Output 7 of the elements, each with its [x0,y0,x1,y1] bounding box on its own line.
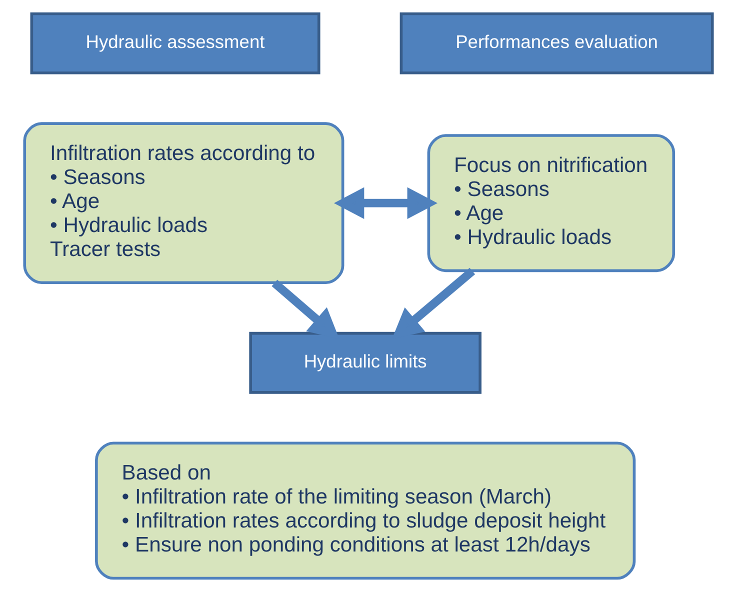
arrow [333,187,437,219]
node-box: Performances evaluation [399,12,714,74]
node-box: Hydraulic limits [248,332,481,394]
node-box: Focus on nitrification • Seasons • Age • Hydraulic loads [426,134,675,272]
node-box: Hydraulic assessment [30,12,320,74]
node-box: Based on • Infiltration rate of the limiting season (March) • Infiltration rates according to sludge deposit height • Ensure non ponding conditions at least 12h/days [94,442,636,580]
node-box: Infiltration rates according to • Seasons • Age • Hydraulic loads Tracer tests [22,122,344,284]
